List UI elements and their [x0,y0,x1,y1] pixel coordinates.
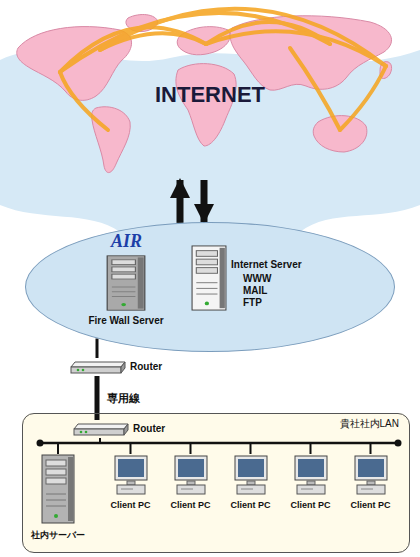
client-pc: Client PC [343,454,398,516]
pc-label: Client PC [343,500,398,510]
continent-south-america [92,107,131,173]
router-label: Router [133,423,165,434]
router-label: Router [130,361,162,372]
connector-line [96,338,99,358]
client-pc-icon [113,454,149,496]
air-label: AIR [111,231,142,252]
lan-cable [100,438,191,454]
lan-server: 社内サーバー [27,454,89,550]
data-flow-arrow [177,180,184,223]
client-pc-icon [173,454,209,496]
server-label: 社内サーバー [27,529,89,542]
icon-holder [70,361,126,374]
bus-end [37,440,44,447]
client-pc: Client PC [103,454,158,516]
client-pc: Client PC [163,454,218,516]
router: Router [73,420,183,438]
icon-holder [353,454,389,496]
pc-label: Client PC [283,500,338,510]
server-label: Internet Server [231,259,302,270]
internet-cloud: INTERNET [20,0,400,180]
continent-australia [313,116,367,152]
air-network-ellipse: AIR Fire Wall Server Internet ServerWWW MA… [25,222,395,352]
client-pc: Client PC [283,454,338,516]
internet-server: Internet ServerWWW MAIL FTP [191,245,341,335]
server-icon [191,245,227,311]
client-pc-icon [293,454,329,496]
network-arc [60,72,108,130]
server-label: Fire Wall Server [71,315,181,326]
lan-ground [22,413,410,553]
lan-cable [100,438,251,454]
lan-cable [58,438,100,454]
pc-label: Client PC [103,500,158,510]
icon-holder [293,454,329,496]
client-pc-icon [353,454,389,496]
network-arc [290,48,340,130]
line-label: 専用線 [105,391,142,406]
lan-cable [100,438,131,454]
pc-label: Client PC [223,500,278,510]
icon-holder [233,454,269,496]
data-flow-arrow [201,180,208,222]
icon-holder [191,245,227,311]
icon-holder [113,454,149,496]
server-icon [106,255,146,311]
sky-ground [0,50,420,232]
internet-label: INTERNET [20,82,400,108]
icon-holder [73,423,129,436]
server-icon [41,454,75,524]
pc-label: Client PC [163,500,218,510]
router: Router [70,358,190,376]
network-arc [340,66,386,130]
lan-cable [100,438,311,454]
client-pc-icon [233,454,269,496]
router-icon [73,423,129,436]
lan-label: 貴社社内LAN [340,417,399,431]
client-pc: Client PC [223,454,278,516]
lan-box: 貴社社内LAN Router 社内サーバー Client PC Client PC Cli… [22,413,410,553]
icon-holder [173,454,209,496]
network-arc [100,9,386,66]
service-list: WWW MAIL FTP [243,273,279,309]
icon-holder [106,255,146,311]
icon-holder [41,454,75,524]
bus-end [395,440,402,447]
router-icon [70,361,126,374]
network-arc [60,13,330,72]
lan-cable [100,438,371,454]
firewall-server: Fire Wall Server [71,255,181,335]
